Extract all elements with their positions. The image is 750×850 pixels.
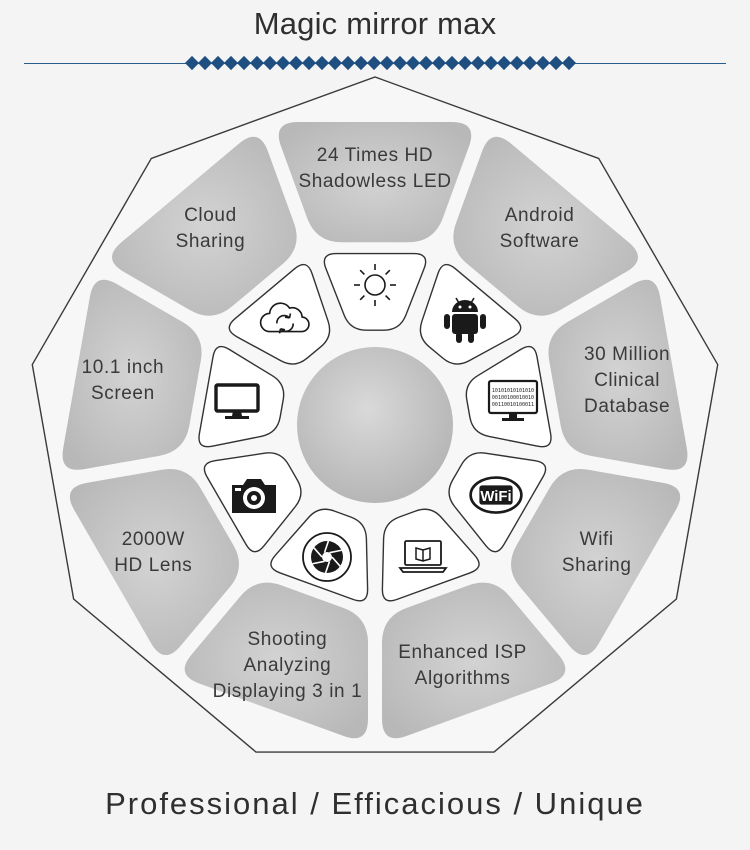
monitor-icon bbox=[209, 373, 265, 429]
code-line: 10101010101010 bbox=[492, 388, 534, 394]
segment-label-line: 24 Times HD bbox=[316, 145, 434, 166]
aperture-icon bbox=[299, 529, 355, 585]
segment-label-line: Software bbox=[499, 230, 580, 252]
segment-label-line: Displaying 3 in 1 bbox=[212, 680, 363, 702]
segment-isp bbox=[382, 582, 566, 739]
title-divider bbox=[0, 52, 750, 76]
segment-label-line: Algorithms bbox=[414, 667, 511, 689]
segment-screen bbox=[62, 279, 202, 470]
segment-label-line: 10.1 inch bbox=[81, 356, 165, 378]
segment-wifi bbox=[511, 468, 681, 656]
camera-icon bbox=[226, 467, 282, 523]
tagline: Professional / Efficacious / Unique bbox=[105, 786, 645, 821]
segment-label-line: 30 Million bbox=[583, 343, 671, 365]
segment-label-line: Shooting bbox=[247, 628, 328, 650]
segment-lens bbox=[69, 468, 239, 656]
segment-label-line: Wifi bbox=[579, 529, 614, 550]
segment-label-line: HD Lens bbox=[114, 555, 193, 576]
segment-label-line: 2000W bbox=[121, 529, 185, 550]
center-hub bbox=[297, 347, 453, 503]
wifi-text: WiFi bbox=[481, 489, 512, 505]
segment-label-lens: 2000W HD Lens bbox=[43, 527, 263, 579]
monitor-code-icon: 10101010101010 00100100010010 0011001010… bbox=[485, 373, 541, 429]
wifi-icon: WiFi bbox=[468, 467, 524, 523]
segment-shooting bbox=[184, 582, 368, 739]
segment-label-line: Sharing bbox=[175, 230, 246, 252]
code-line: 00110010100011 bbox=[492, 402, 534, 408]
icon-tile-database bbox=[465, 345, 552, 448]
segment-label-line: Screen bbox=[90, 382, 155, 404]
icon-tile-led bbox=[323, 252, 427, 331]
segment-led bbox=[278, 122, 472, 243]
segment-label-line: Cloud bbox=[184, 204, 237, 226]
segment-label-line: Clinical bbox=[594, 369, 661, 391]
icon-tile-isp bbox=[381, 508, 480, 602]
code-line: 00100100010010 bbox=[492, 395, 534, 401]
segment-label-isp: Enhanced ISP Algorithms bbox=[353, 640, 573, 692]
segment-label-line: Enhanced ISP bbox=[398, 641, 527, 663]
page-title: Magic mirror max bbox=[253, 6, 497, 41]
segment-android bbox=[453, 136, 638, 316]
android-icon bbox=[437, 290, 493, 346]
segment-label-line: Analyzing bbox=[243, 654, 332, 676]
segment-label-line: Sharing bbox=[561, 555, 632, 576]
cloud-sync-icon bbox=[257, 290, 313, 346]
segment-label-led: 24 Times HD Shadowless LED bbox=[265, 143, 485, 195]
segment-label-line: Android bbox=[504, 204, 575, 226]
sun-icon bbox=[347, 257, 403, 313]
icon-tile-cloud bbox=[228, 263, 331, 365]
segment-label-line: Shadowless LED bbox=[298, 171, 452, 192]
segment-label-line: Database bbox=[584, 395, 671, 417]
icon-tile-screen bbox=[198, 345, 285, 448]
segment-database bbox=[548, 279, 688, 470]
laptop-book-icon bbox=[395, 529, 451, 585]
segment-cloud bbox=[112, 136, 297, 316]
